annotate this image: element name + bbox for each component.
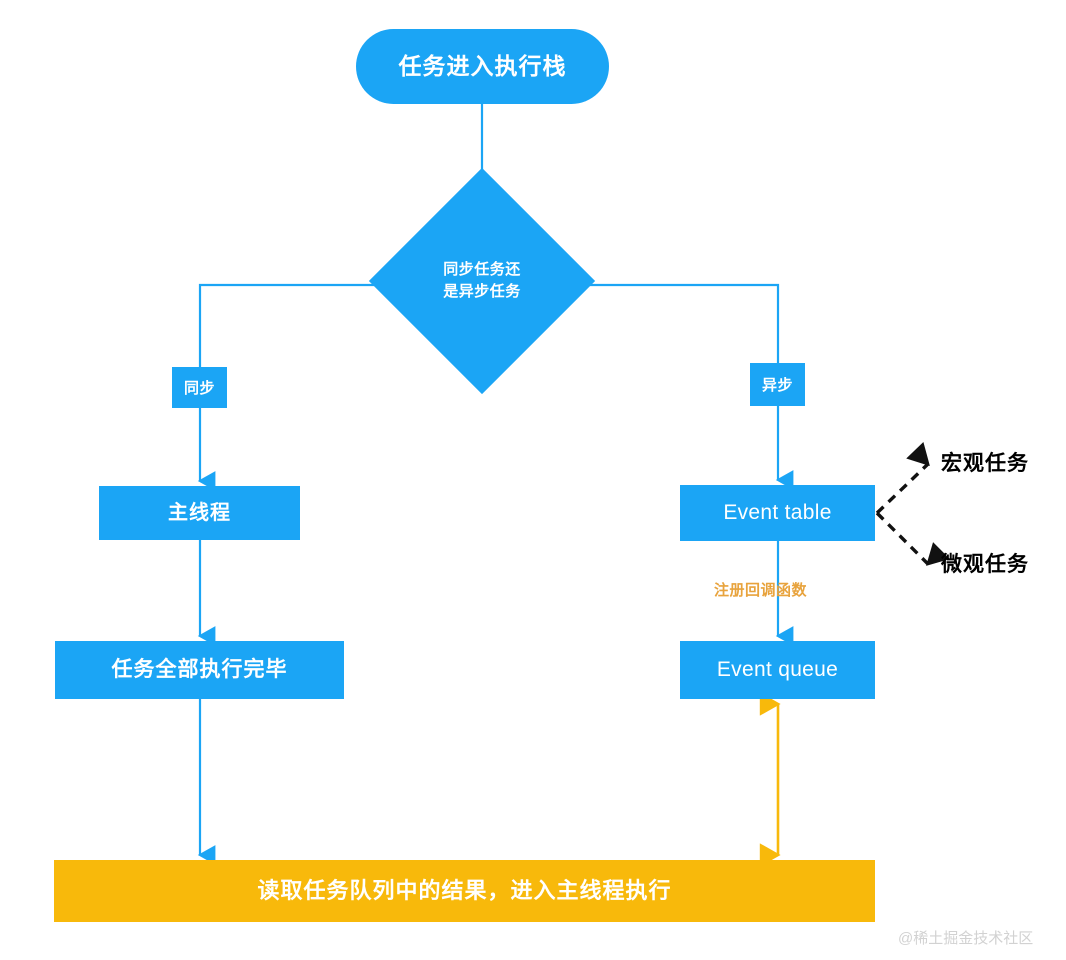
connector-decision-to-main-thread [197,283,402,491]
node-read-queue-result-into-main-thread[interactable]: 读取任务队列中的结果，进入主线程执行 [54,860,875,922]
annotation-register-callback: 注册回调函数 [714,582,808,599]
edge-label-sync[interactable]: 同步 [172,367,227,408]
node-all-tasks-complete[interactable]: 任务全部执行完毕 [55,641,344,699]
connector-event-table-to-macro-task [875,442,930,515]
node-event-table[interactable]: Event table [680,485,875,541]
watermark: @稀土掘金技术社区 [898,930,1034,947]
decision-text: 同步任务还 是异步任务 [443,259,521,303]
node-event-queue[interactable]: Event queue [680,641,875,699]
node-task-enters-execution-stack[interactable]: 任务进入执行栈 [356,29,609,104]
edge-label-async[interactable]: 异步 [750,363,805,406]
connector-event-table-to-micro-task [875,511,950,566]
connector-decision-to-event-table [562,283,794,490]
node-main-thread[interactable]: 主线程 [99,486,300,540]
decision-text-line-1: 同步任务还 [443,261,521,279]
label-micro-task: 微观任务 [941,553,1029,576]
decision-text-line-2: 是异步任务 [443,282,521,300]
label-macro-task: 宏观任务 [941,452,1029,475]
